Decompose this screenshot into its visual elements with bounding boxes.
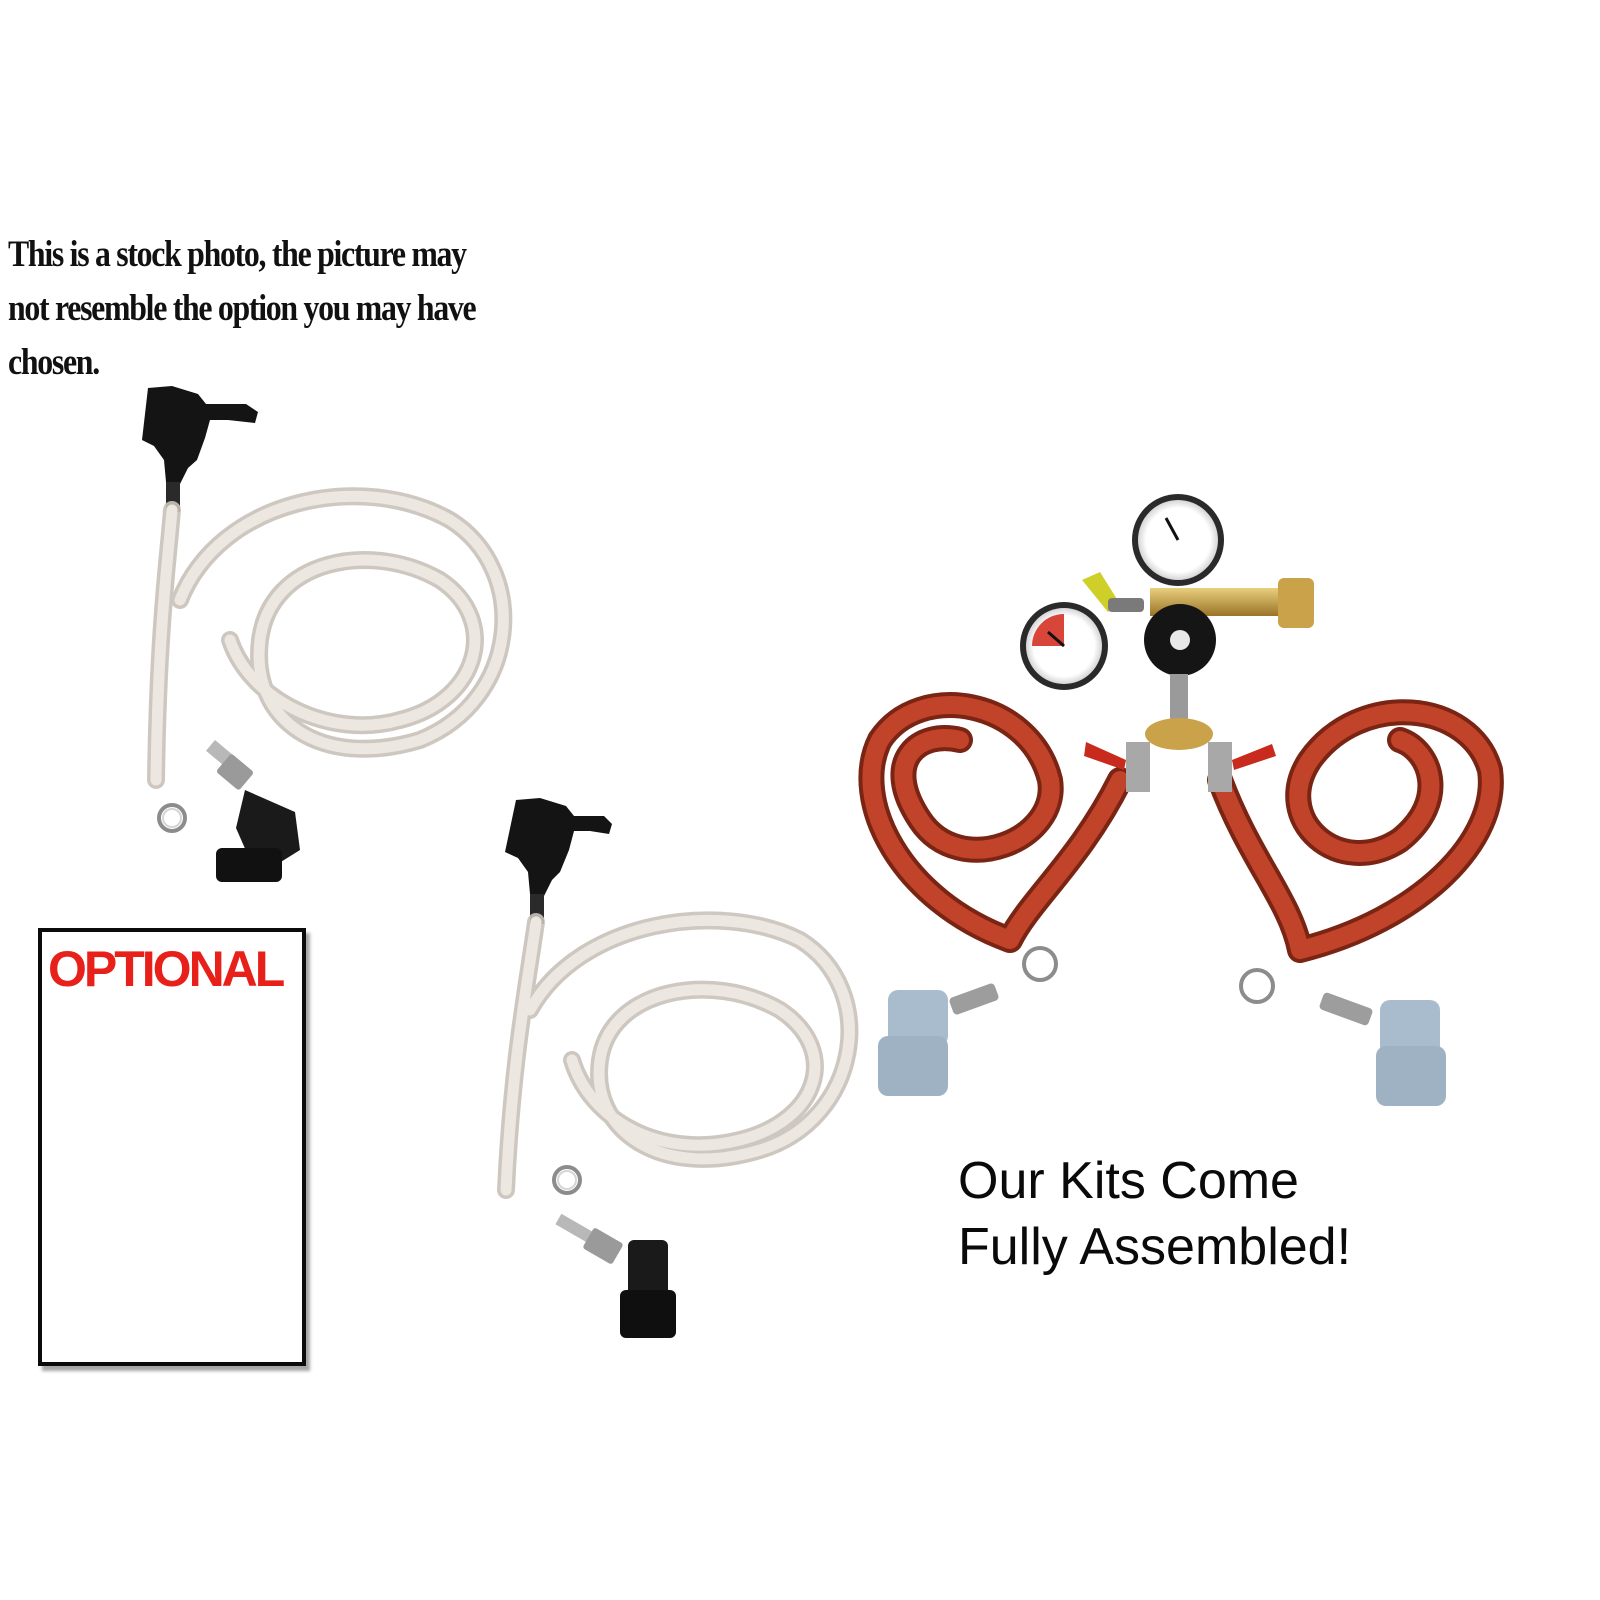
tagline-line-2: Fully Assembled!	[958, 1218, 1352, 1276]
optional-co2-box: OPTIONAL	[38, 928, 306, 1366]
keg-coupler-icon	[206, 739, 300, 882]
beer-line-icon	[497, 911, 859, 1199]
picnic-tap-icon	[505, 798, 612, 924]
hose-clamp-icon	[552, 1165, 582, 1195]
hose-clamp-icon	[1022, 946, 1275, 1004]
picnic-tap-icon	[142, 386, 258, 512]
tagline-line-1: Our Kits Come	[958, 1152, 1299, 1210]
disclaimer-line-1: This is a stock photo, the picture may	[8, 234, 467, 275]
beer-line-icon	[147, 487, 513, 789]
assembled-tagline: Our Kits Come Fully Assembled!	[958, 1148, 1558, 1280]
keg-coupler-icon	[555, 1213, 676, 1338]
gas-hose-icon	[858, 692, 1504, 963]
disclaimer-line-3: chosen.	[8, 342, 100, 383]
stock-photo-disclaimer: This is a stock photo, the picture may n…	[8, 228, 490, 390]
disclaimer-line-2: not resemble the option you may have	[8, 288, 477, 329]
gas-disconnect-icon	[1319, 992, 1446, 1106]
gas-disconnect-icon	[878, 983, 999, 1096]
dual-regulator-icon	[1020, 494, 1314, 792]
optional-label: OPTIONAL	[48, 941, 285, 997]
hose-clamp-icon	[157, 803, 187, 833]
